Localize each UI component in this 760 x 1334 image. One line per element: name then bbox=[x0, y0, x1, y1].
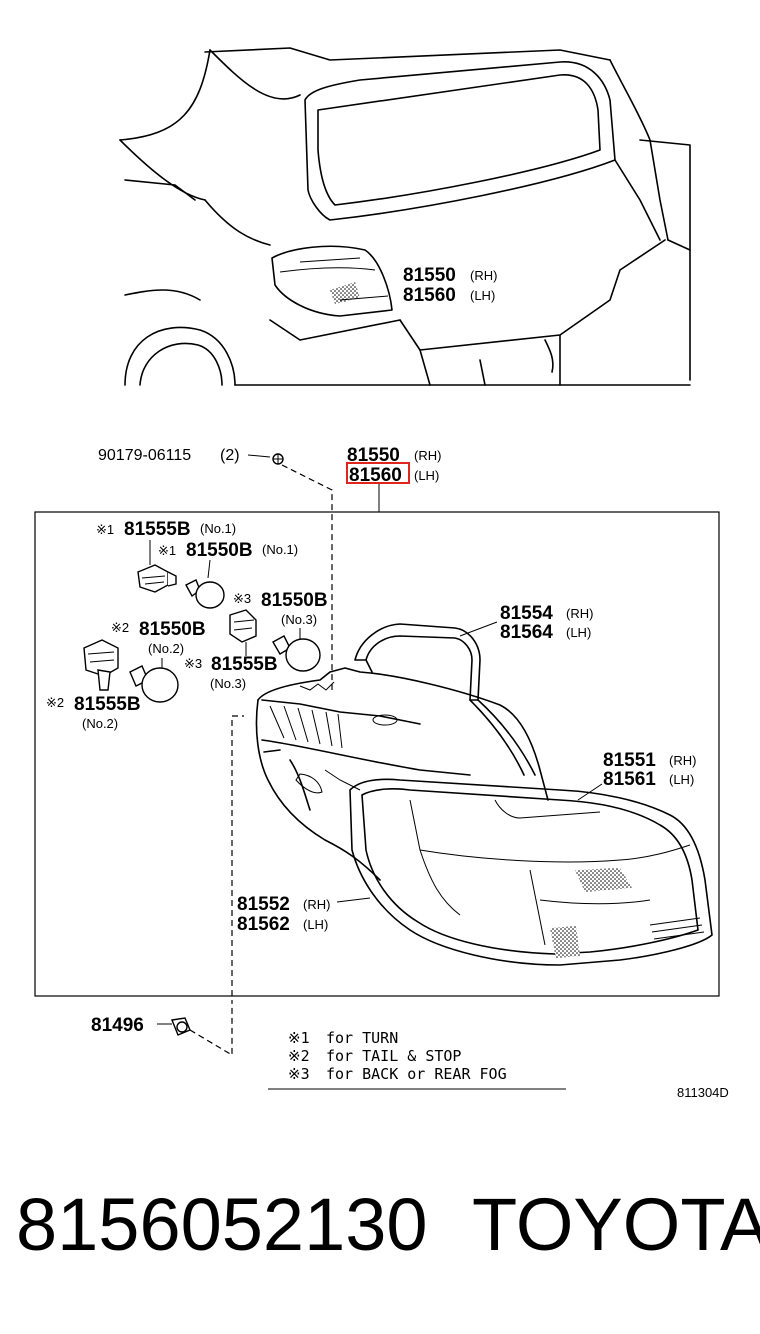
svg-text:※1: ※1 bbox=[158, 543, 176, 558]
svg-text:※2: ※2 bbox=[288, 1047, 310, 1065]
bulb-81550B-no3-label: ※3 81550B (No.3) bbox=[233, 590, 328, 627]
svg-text:81550: 81550 bbox=[347, 445, 400, 466]
svg-text:81551: 81551 bbox=[603, 750, 656, 771]
svg-text:81555B: 81555B bbox=[124, 519, 191, 540]
svg-text:(No.1): (No.1) bbox=[200, 521, 236, 536]
socket-81555B-no1-label: ※1 81555B (No.1) bbox=[96, 519, 236, 540]
bulb-81550B-no1-label: ※1 81550B (No.1) bbox=[158, 540, 298, 561]
svg-text:81496: 81496 bbox=[91, 1015, 144, 1036]
svg-text:※2: ※2 bbox=[111, 620, 129, 635]
svg-text:※1: ※1 bbox=[96, 522, 114, 537]
svg-text:(No.3): (No.3) bbox=[281, 612, 317, 627]
svg-text:(No.2): (No.2) bbox=[82, 716, 118, 731]
notes-legend: ※1 for TURN ※2 for TAIL & STOP ※3 for BA… bbox=[268, 1029, 566, 1090]
svg-text:(RH): (RH) bbox=[669, 753, 696, 768]
svg-text:(LH): (LH) bbox=[669, 772, 694, 787]
svg-text:(No.1): (No.1) bbox=[262, 542, 298, 557]
part-label-81552: 81552 (RH) bbox=[237, 894, 330, 915]
svg-text:81560: 81560 bbox=[403, 285, 456, 306]
top-label-rh: 81550 (RH) bbox=[403, 265, 497, 286]
clip-81496-icon bbox=[171, 1017, 191, 1036]
lamp-housing-81552 bbox=[255, 667, 549, 881]
svg-text:(RH): (RH) bbox=[566, 606, 593, 621]
svg-text:81550B: 81550B bbox=[186, 540, 253, 561]
gasket-81554 bbox=[354, 623, 536, 776]
note-item: ※1 for TURN bbox=[288, 1029, 398, 1047]
bulb-81550B-no2-label: ※2 81550B (No.2) bbox=[111, 619, 206, 656]
svg-text:for TURN: for TURN bbox=[326, 1029, 398, 1047]
svg-text:(No.2): (No.2) bbox=[148, 641, 184, 656]
svg-text:※3: ※3 bbox=[233, 591, 251, 606]
socket-81555B-no2-label: ※2 81555B (No.2) bbox=[46, 694, 141, 731]
svg-text:81552: 81552 bbox=[237, 894, 290, 915]
svg-text:(LH): (LH) bbox=[414, 468, 439, 483]
svg-text:for TAIL & STOP: for TAIL & STOP bbox=[326, 1047, 461, 1065]
part-label-81564: 81564 (LH) bbox=[500, 622, 591, 643]
svg-text:(RH): (RH) bbox=[303, 897, 330, 912]
svg-text:(No.3): (No.3) bbox=[210, 676, 246, 691]
part-label-81496: 81496 bbox=[91, 1015, 144, 1036]
svg-text:※3: ※3 bbox=[288, 1065, 310, 1083]
svg-text:81555B: 81555B bbox=[211, 654, 278, 675]
svg-text:for BACK or REAR FOG: for BACK or REAR FOG bbox=[326, 1065, 507, 1083]
footer-part-number: 8156052130 bbox=[16, 1183, 428, 1266]
svg-text:※3: ※3 bbox=[184, 656, 202, 671]
bulb-no2-icon bbox=[129, 658, 179, 703]
lens-81551 bbox=[349, 778, 713, 966]
socket-81555B-no3-label: ※3 81555B (No.3) bbox=[184, 654, 278, 691]
svg-text:81561: 81561 bbox=[603, 769, 656, 790]
svg-text:(2): (2) bbox=[220, 447, 240, 464]
assembly-label-rh: 81550 (RH) bbox=[347, 445, 441, 466]
top-label-lh: 81560 (LH) bbox=[403, 285, 495, 306]
svg-text:81550B: 81550B bbox=[261, 590, 328, 611]
socket-no3-icon bbox=[229, 609, 257, 656]
part-label-81551: 81551 (RH) bbox=[603, 750, 696, 771]
footer-brand: TOYOTA bbox=[472, 1183, 760, 1266]
highlight-box bbox=[346, 462, 410, 484]
svg-text:81562: 81562 bbox=[237, 914, 290, 935]
assembly-label-lh: 81560 (LH) bbox=[346, 462, 439, 486]
bolt-icon bbox=[272, 453, 284, 465]
svg-text:81560: 81560 bbox=[349, 465, 402, 486]
svg-text:81550B: 81550B bbox=[139, 619, 206, 640]
svg-text:81554: 81554 bbox=[500, 603, 553, 624]
socket-no2-icon bbox=[83, 639, 119, 691]
bulb-no3-icon bbox=[272, 628, 321, 672]
svg-text:(RH): (RH) bbox=[414, 448, 441, 463]
assembly-frame bbox=[34, 511, 720, 997]
note-item: ※2 for TAIL & STOP bbox=[288, 1047, 461, 1065]
svg-text:※1: ※1 bbox=[288, 1029, 310, 1047]
vehicle-rear-illustration bbox=[119, 47, 691, 386]
socket-no1-icon bbox=[137, 564, 177, 593]
svg-text:81550: 81550 bbox=[403, 265, 456, 286]
svg-text:81564: 81564 bbox=[500, 622, 553, 643]
part-label-81561: 81561 (LH) bbox=[603, 769, 694, 790]
part-label-81562: 81562 (LH) bbox=[237, 914, 328, 935]
bulb-no1-icon bbox=[185, 579, 225, 609]
bolt-label: 90179-06115 (2) bbox=[98, 447, 240, 464]
svg-text:90179-06115: 90179-06115 bbox=[98, 447, 191, 464]
svg-text:(LH): (LH) bbox=[470, 288, 495, 303]
part-label-81554: 81554 (RH) bbox=[500, 603, 593, 624]
svg-text:81555B: 81555B bbox=[74, 694, 141, 715]
svg-text:(LH): (LH) bbox=[303, 917, 328, 932]
svg-text:※2: ※2 bbox=[46, 695, 64, 710]
figure-code: 811304D bbox=[677, 1085, 729, 1100]
svg-text:(LH): (LH) bbox=[566, 625, 591, 640]
note-item: ※3 for BACK or REAR FOG bbox=[288, 1065, 507, 1083]
svg-text:(RH): (RH) bbox=[470, 268, 497, 283]
